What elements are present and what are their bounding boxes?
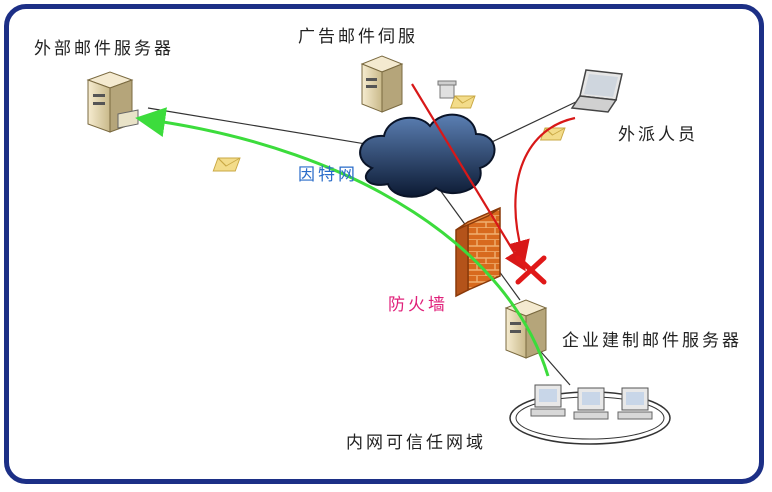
internet-cloud-icon xyxy=(359,113,496,198)
external-mail-server-label: 外部邮件服务器 xyxy=(34,39,174,59)
blocked-ad-arrow xyxy=(411,83,526,272)
workstation-icon xyxy=(530,384,566,417)
intranet-group xyxy=(509,384,671,445)
trusted-intranet-label: 内网可信任网域 xyxy=(346,433,486,453)
trash-can-icon xyxy=(437,80,457,99)
allowed-path-arrow xyxy=(135,107,550,377)
block-x-icon xyxy=(515,255,547,285)
envelope-icon xyxy=(539,127,566,141)
envelope-icon xyxy=(449,95,476,109)
firewall-icon xyxy=(455,206,501,298)
internet-label: 因特网 xyxy=(298,165,358,185)
blocked-staff-arrow xyxy=(508,116,576,263)
enterprise-mail-server-icon xyxy=(504,299,548,359)
ad-mail-server-label: 广告邮件伺服 xyxy=(298,27,418,47)
field-staff-label: 外派人员 xyxy=(618,125,698,145)
workstation-icon xyxy=(617,387,653,420)
external-mail-server-icon xyxy=(86,71,139,133)
firewall-label: 防火墙 xyxy=(388,295,448,315)
workstation-icon xyxy=(573,387,609,420)
ad-mail-server-icon xyxy=(360,55,404,113)
blocked-path xyxy=(411,83,576,272)
laptop-icon xyxy=(570,69,623,113)
envelope-icon xyxy=(212,157,241,172)
enterprise-mail-server-label: 企业建制邮件服务器 xyxy=(562,331,742,351)
link-external-to-internet xyxy=(147,107,391,149)
